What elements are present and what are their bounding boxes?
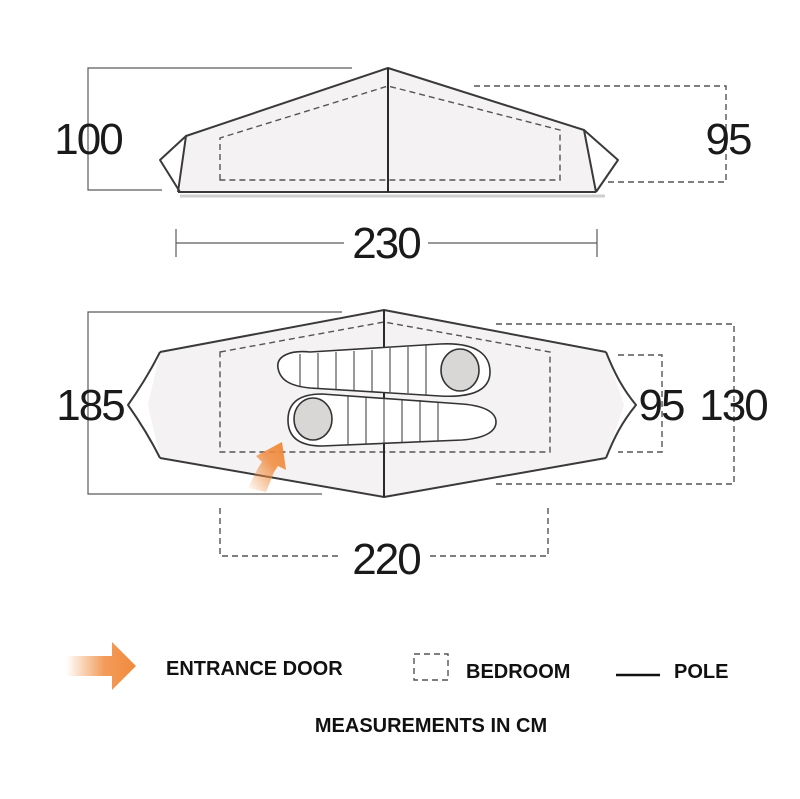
top-length-bracket-right <box>430 508 549 557</box>
top-view-bedroom <box>219 321 551 453</box>
entrance-arrow-diagram <box>248 442 286 492</box>
sleeping-bag-lower <box>287 393 497 447</box>
top-view-right-end <box>605 351 637 459</box>
side-height-right-bracket <box>474 85 727 183</box>
side-view-bedroom <box>219 85 561 181</box>
top-view-left-end <box>127 351 161 459</box>
side-length-label: 230 <box>352 219 420 268</box>
side-view-left-flap <box>159 135 187 193</box>
top-width-left-bracket <box>87 311 342 495</box>
top-width-inner-label: 95 <box>639 381 684 430</box>
side-height-left-label: 100 <box>54 115 122 164</box>
side-view: 100 95 230 <box>54 67 753 268</box>
legend-bedroom-label: BEDROOM <box>466 661 570 683</box>
sleeping-bag-upper <box>277 343 491 398</box>
top-length-bracket-left <box>219 508 338 557</box>
top-length-label: 220 <box>352 535 420 584</box>
bedroom-swatch-icon <box>413 653 449 681</box>
entrance-door-arrow-icon <box>66 642 136 690</box>
top-width-left-label: 185 <box>56 381 124 430</box>
measurements-note: MEASUREMENTS IN CM <box>315 715 547 737</box>
side-height-right-label: 95 <box>706 115 751 164</box>
top-width-inner-bracket <box>618 354 663 453</box>
legend-pole-label: POLE <box>674 661 728 683</box>
legend: ENTRANCE DOOR BEDROOM POLE MEASUREMENTS … <box>66 642 728 737</box>
top-width-outer-label: 130 <box>699 381 767 430</box>
side-height-left-bracket <box>87 67 352 191</box>
side-view-right-flap <box>583 129 619 193</box>
top-view: 185 95 130 220 <box>56 309 769 584</box>
legend-entrance-label: ENTRANCE DOOR <box>166 658 343 680</box>
